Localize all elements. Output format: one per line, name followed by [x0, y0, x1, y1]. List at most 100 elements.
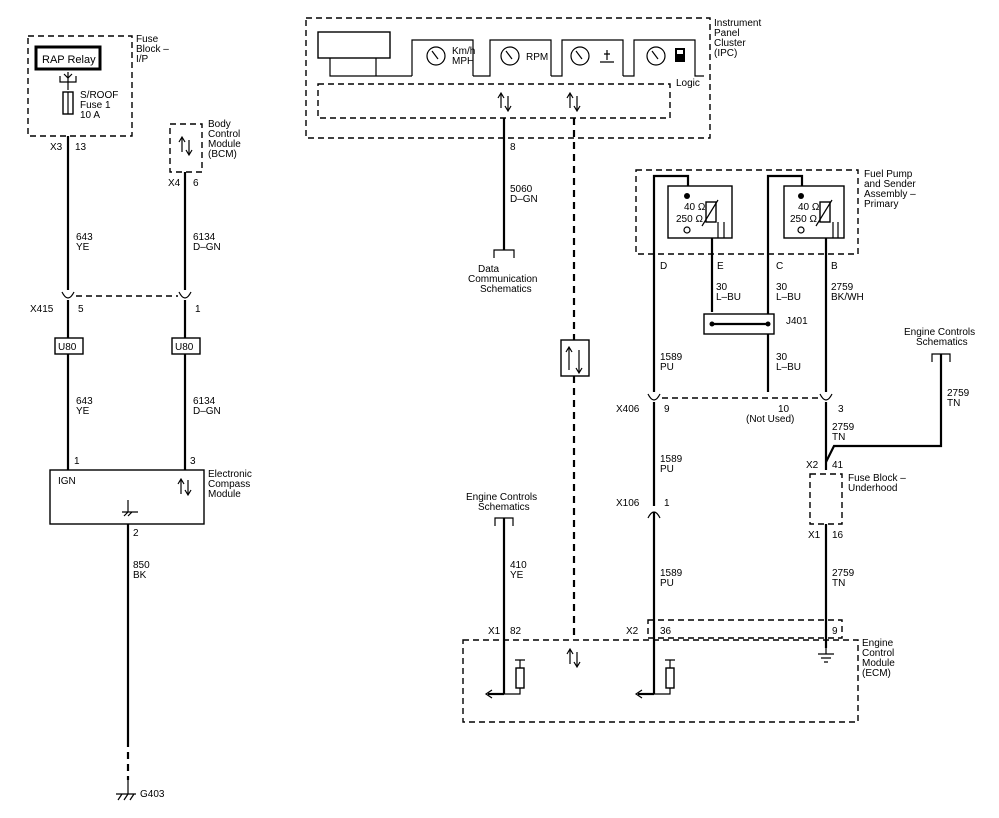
data-comm-1: Data [478, 264, 500, 275]
ecm-label-4: (ECM) [862, 668, 891, 679]
wire-643-upper-num: 643 [76, 232, 93, 243]
compass-label-3: Module [208, 489, 241, 500]
wire-2759-tn-lower-num: 2759 [832, 568, 855, 579]
wire-1589-mid-num: 1589 [660, 454, 683, 465]
bcm: Body Control Module (BCM) X4 6 [168, 119, 241, 189]
wire-1589-lower-num: 1589 [660, 568, 683, 579]
ecm-x1-pin: 82 [510, 626, 522, 637]
underhood-label-1: Fuse Block – [848, 473, 906, 484]
x4-pin: 6 [193, 178, 199, 189]
wire-643-upper-color: YE [76, 242, 90, 253]
x415-pin-right: 1 [195, 304, 201, 315]
fuel-pump-ohm-low-right: 250 Ω [790, 214, 817, 225]
electronic-compass-module: 1 3 IGN Electronic Compass Module 2 [49, 456, 252, 539]
fuel-pump-pin-d: D [660, 261, 667, 272]
fuse-block-underhood: X2 41 Fuse Block – Underhood X1 16 [806, 460, 906, 541]
ecm-label-3: Module [862, 658, 895, 669]
j401-splice: J401 [703, 313, 808, 335]
ground-g403: G403 [116, 780, 165, 801]
wire-1589-upper-num: 1589 [660, 352, 683, 363]
ipc-rpm: RPM [526, 52, 548, 63]
compass-pin2: 2 [133, 528, 139, 539]
rap-relay-label: RAP Relay [42, 54, 96, 66]
u80-left-label: U80 [58, 342, 77, 353]
wire-6134-upper-num: 6134 [193, 232, 216, 243]
wire-643-lower-color: YE [76, 406, 90, 417]
wire-643-lower-num: 643 [76, 396, 93, 407]
wire-5060-color: D–GN [510, 194, 538, 205]
wire-1589-mid-color: PU [660, 464, 674, 475]
u80-right-label: U80 [175, 342, 194, 353]
u80-option-left: U80 [54, 337, 84, 355]
wire-30-c-num: 30 [776, 282, 788, 293]
bcm-label-3: Module [208, 139, 241, 150]
wire-850-num: 850 [133, 560, 150, 571]
wire-30-e-num: 30 [716, 282, 728, 293]
ipc-label-3: Cluster [714, 38, 746, 49]
fuse-block-ip-label-1: Fuse [136, 34, 159, 45]
x406-not-used: (Not Used) [746, 414, 794, 425]
underhood-x2: X2 [806, 460, 819, 471]
wire-2759-tn-lower-color: TN [832, 578, 845, 589]
ecm-label-2: Control [862, 648, 894, 659]
engine-control-module: X1 82 X2 36 9 Engine Control Module (ECM… [462, 619, 895, 723]
x406-pin-right: 3 [838, 404, 844, 415]
wire-410-num: 410 [510, 560, 527, 571]
ecm-x2-pin: 36 [660, 626, 672, 637]
ecm-label-1: Engine [862, 638, 894, 649]
x415-pin-left: 5 [78, 304, 84, 315]
x406-pin-left: 9 [664, 404, 670, 415]
ecm-x1: X1 [488, 626, 501, 637]
wire-6134-upper-color: D–GN [193, 242, 221, 253]
engine-controls-left-1: Engine Controls [466, 492, 537, 503]
fuel-pump-ohm-high-right: 40 Ω [798, 202, 820, 213]
wire-30-lower-num: 30 [776, 352, 788, 363]
engine-controls-left-2: Schematics [478, 502, 530, 513]
wire-2759-b-num: 2759 [831, 282, 854, 293]
engine-controls-schematics-right: Engine Controls Schematics 2759 TN [825, 327, 975, 463]
engine-controls-right-1: Engine Controls [904, 327, 975, 338]
fuse-block-ip-label-2: Block – [136, 44, 169, 55]
x415-connector: X415 5 1 [30, 291, 201, 315]
x406-label: X406 [616, 404, 640, 415]
wire-30-lower-color: L–BU [776, 362, 801, 373]
ground-label: G403 [140, 789, 165, 800]
ipc-label-4: (IPC) [714, 48, 737, 59]
underhood-x2-pin: 41 [832, 460, 844, 471]
wire-2759-b-color: BK/WH [831, 292, 864, 303]
fuel-pump-ohm-low-left: 250 Ω [676, 214, 703, 225]
data-comm-2: Communication [468, 274, 537, 285]
engine-controls-right-2: Schematics [916, 337, 968, 348]
underhood-x1-pin: 16 [832, 530, 844, 541]
fuel-pump-label-2: and Sender [864, 179, 916, 190]
fuse-label-2: Fuse 1 [80, 100, 111, 111]
compass-ign: IGN [58, 476, 76, 487]
x415-label: X415 [30, 304, 54, 315]
wire-2759-right-color: TN [947, 398, 960, 409]
wire-2759-right-num: 2759 [947, 388, 970, 399]
x406-pin-mid: 10 [778, 404, 790, 415]
engine-controls-schematics-left: Engine Controls Schematics 410 YE [466, 492, 537, 694]
compass-pin1: 1 [74, 456, 80, 467]
fuel-pump-label-1: Fuel Pump [864, 169, 913, 180]
x106-pin: 1 [664, 498, 670, 509]
wire-2759-tn-upper-color: TN [832, 432, 845, 443]
fuel-pump-pin-c: C [776, 261, 783, 272]
wire-2759-tn-upper-num: 2759 [832, 422, 855, 433]
wire-1589-lower-color: PU [660, 578, 674, 589]
ipc-pin: 8 [510, 142, 516, 153]
wire-5060-num: 5060 [510, 184, 533, 195]
fuel-pump-label-4: Primary [864, 199, 898, 210]
u80-option-right: U80 [171, 337, 201, 355]
fuse-block-ip: RAP Relay Fuse Block – I/P S/ROOF Fuse 1… [27, 34, 169, 153]
fuel-pump-pin-e: E [717, 261, 724, 272]
ipc-logic: Logic [676, 78, 700, 89]
ipc-mph: MPH [452, 56, 474, 67]
bcm-label-1: Body [208, 119, 231, 130]
bcm-label-2: Control [208, 129, 240, 140]
wire-30-e-color: L–BU [716, 292, 741, 303]
wire-6134-lower-num: 6134 [193, 396, 216, 407]
ipc-label-1: Instrument [714, 18, 761, 29]
underhood-label-2: Underhood [848, 483, 897, 494]
